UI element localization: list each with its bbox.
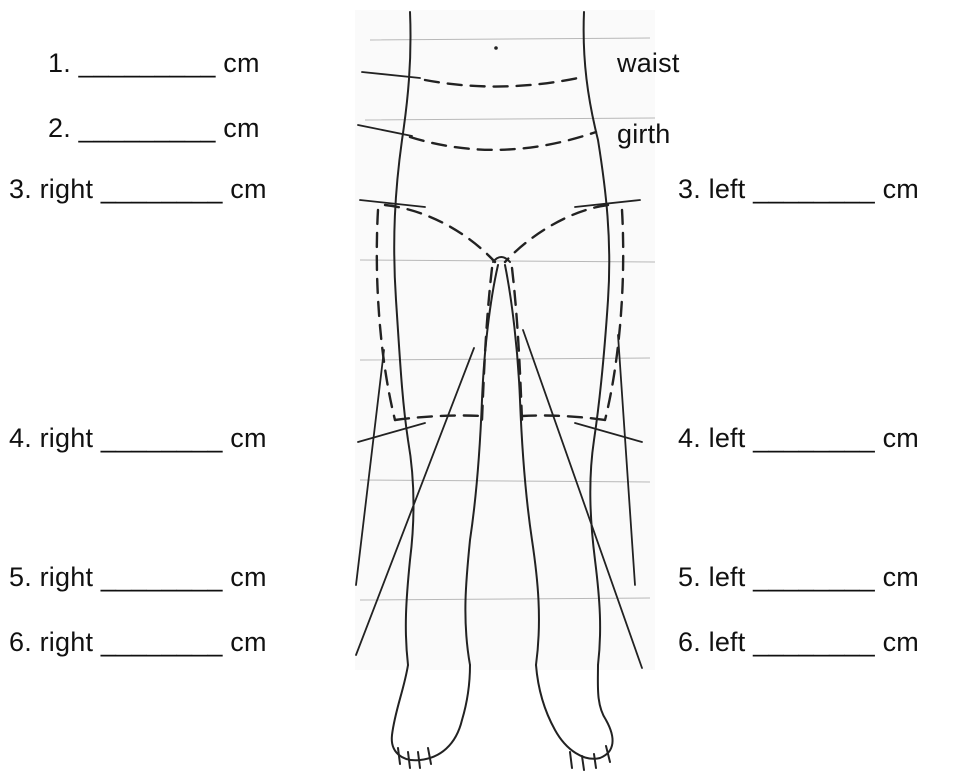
measurement-3-right-label: 3. right ________ cm	[9, 173, 267, 205]
measurement-5-left-label: 5. left ________ cm	[678, 561, 919, 593]
measurement-2-label: 2. _________ cm	[48, 112, 260, 144]
measurement-5-right-label: 5. right ________ cm	[9, 561, 267, 593]
waist-label: waist	[617, 47, 680, 79]
measurement-1-label: 1. _________ cm	[48, 47, 260, 79]
measurement-6-right-label: 6. right ________ cm	[9, 626, 267, 658]
measurement-3-left-label: 3. left ________ cm	[678, 173, 919, 205]
measurement-6-left-label: 6. left ________ cm	[678, 626, 919, 658]
scan-texture	[355, 10, 655, 670]
right-foot	[392, 665, 470, 760]
left-foot	[536, 665, 613, 759]
measurement-4-left-label: 4. left ________ cm	[678, 422, 919, 454]
measurement-4-right-label: 4. right ________ cm	[9, 422, 267, 454]
girth-label: girth	[617, 118, 671, 150]
